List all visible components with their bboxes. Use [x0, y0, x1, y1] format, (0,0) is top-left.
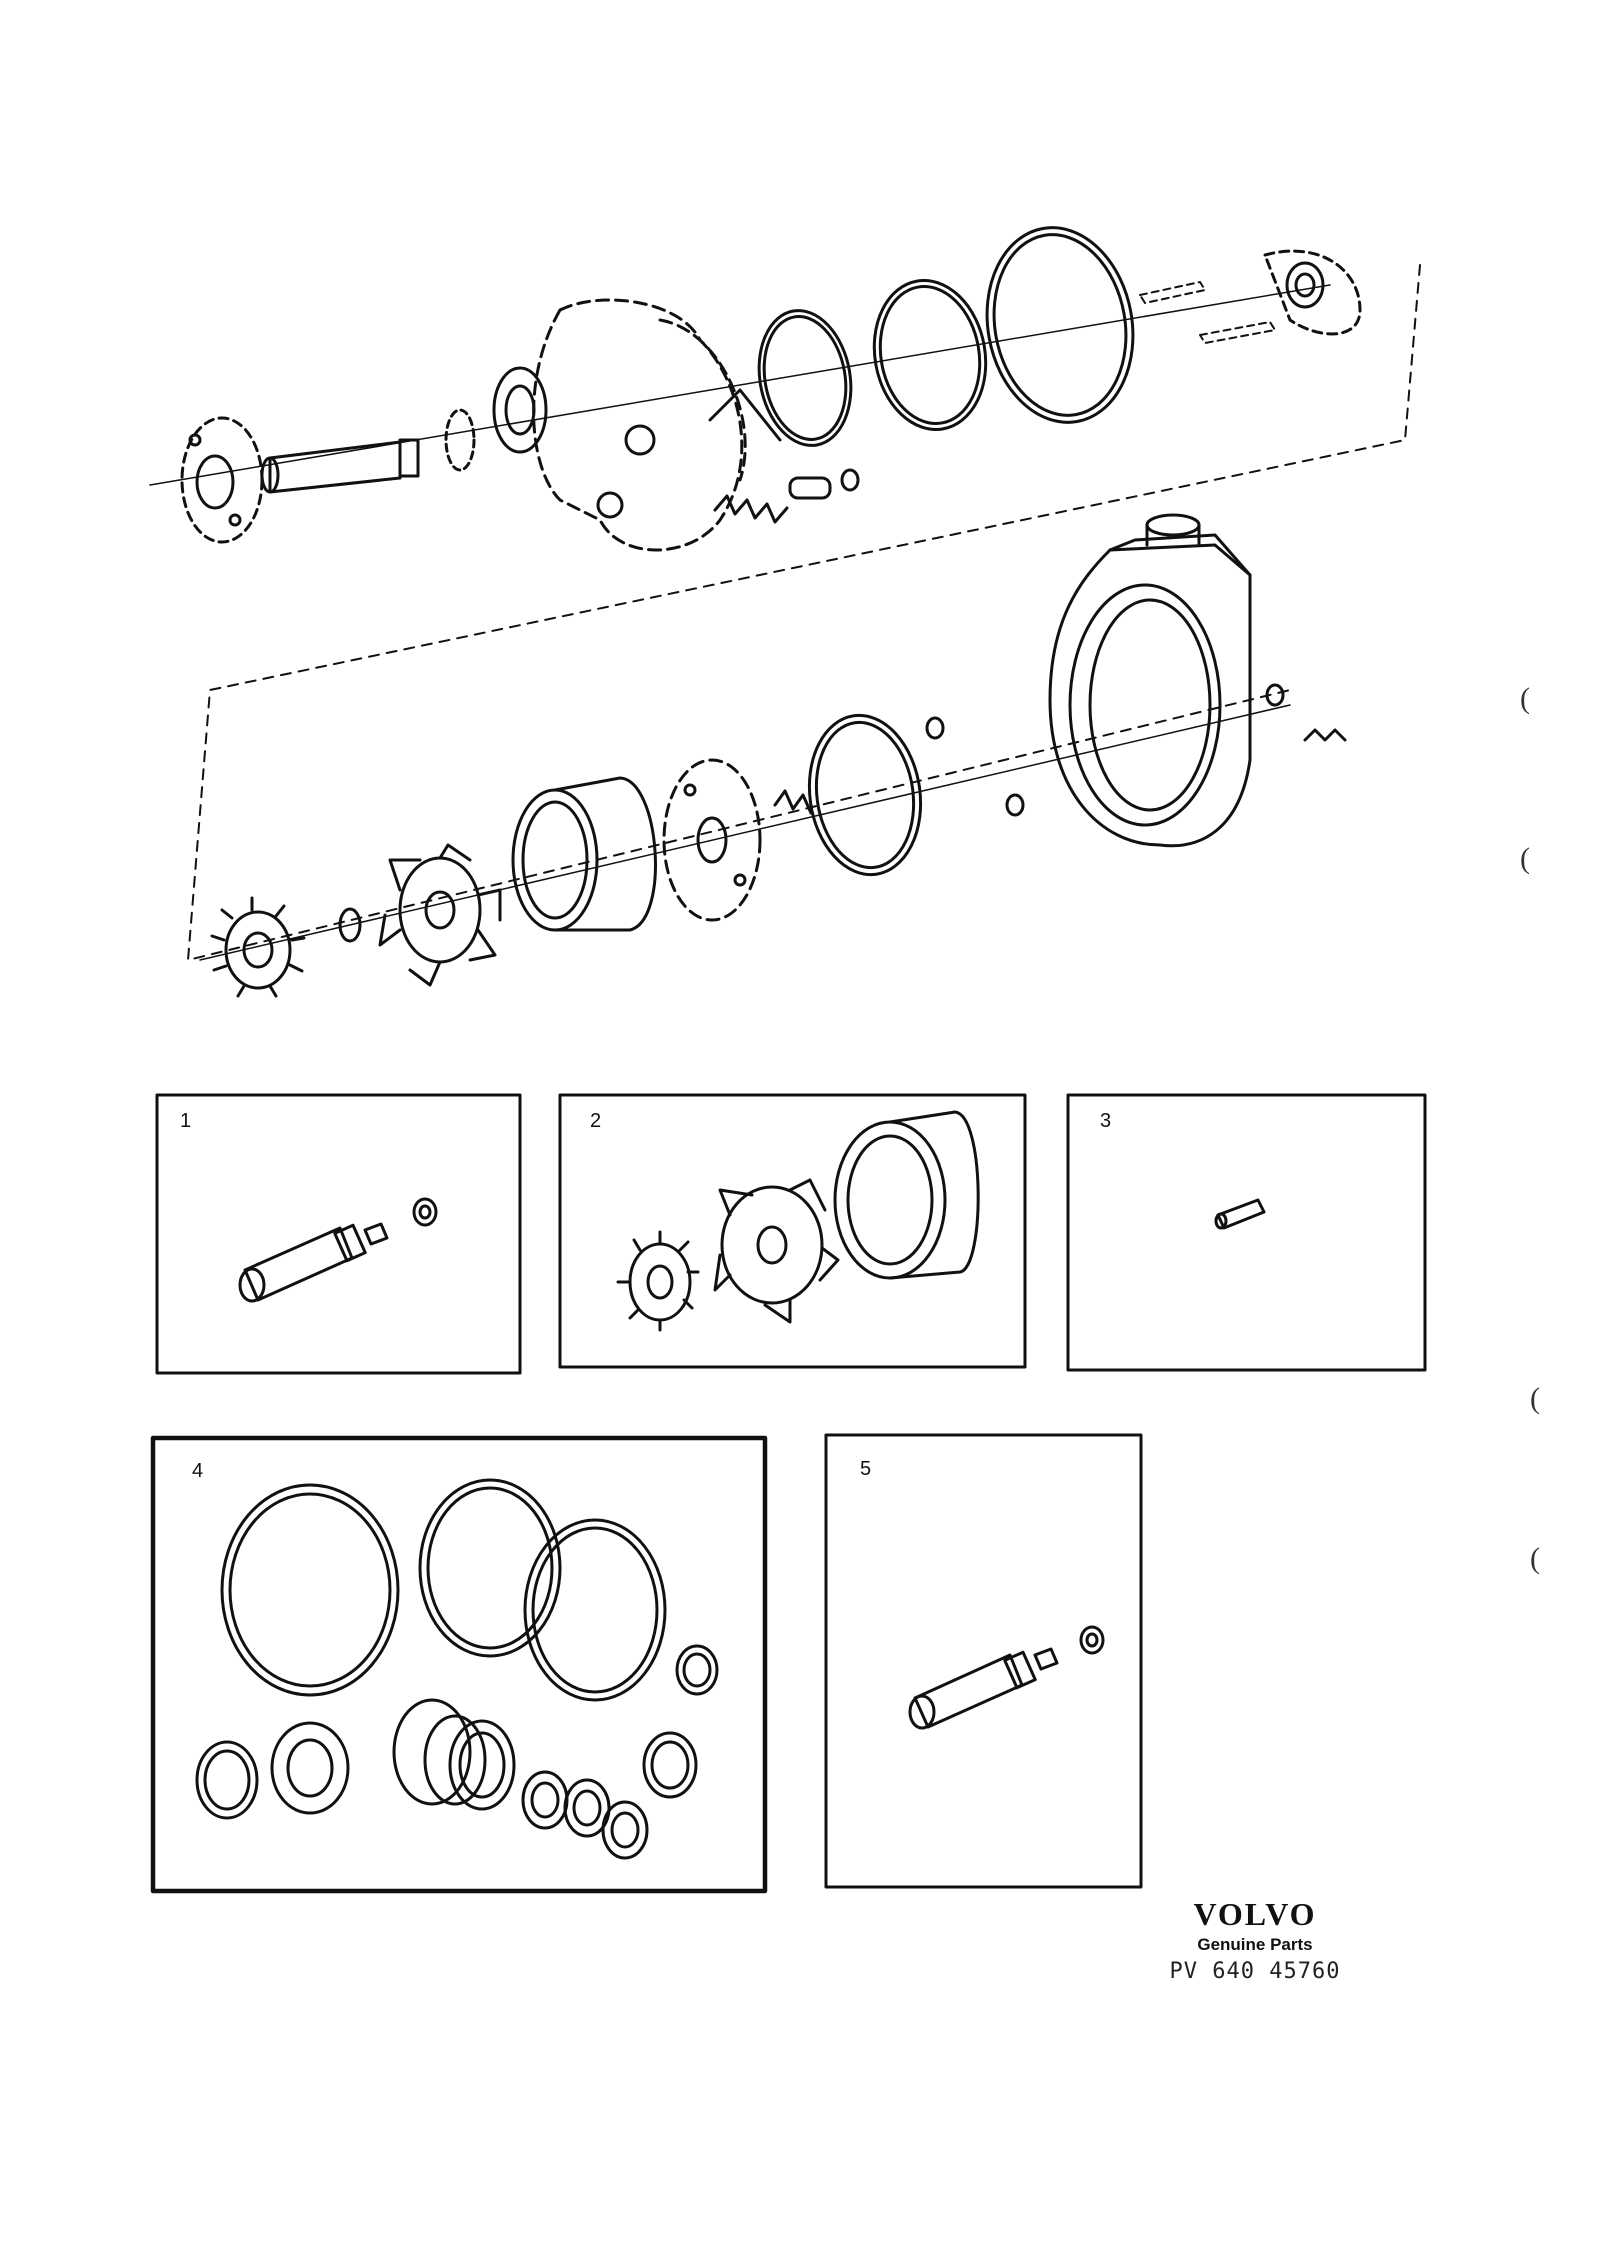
kit-box-1	[155, 1093, 522, 1375]
spring-valve-icon	[713, 468, 860, 524]
rotor-icon	[378, 843, 502, 987]
margin-mark: (	[1520, 842, 1530, 875]
kit-box-3	[1066, 1093, 1427, 1372]
o-ring-lower-icon	[807, 713, 923, 877]
box-label-5: 5	[860, 1458, 872, 1480]
kit-box-4	[150, 1435, 768, 1894]
drive-gear-icon	[210, 896, 306, 998]
pump-exploded-view-icon	[149, 226, 1421, 998]
cam-ring-icon	[511, 776, 657, 932]
brand-tagline: Genuine Parts	[1197, 1935, 1313, 1954]
kit-box-2	[558, 1093, 1027, 1369]
brand-block: VOLVO Genuine Parts PV 640 45760	[1130, 1896, 1380, 1984]
box-label-1: 1	[180, 1110, 192, 1132]
pin-icon	[1139, 281, 1276, 344]
pin-kit-icon	[1214, 1198, 1266, 1230]
margin-mark: (	[1520, 682, 1530, 715]
pump-housing-icon	[492, 298, 782, 552]
seal-kit-icon	[195, 1478, 719, 1860]
rotor-kit-icon	[616, 1110, 980, 1332]
box-label-3: 3	[1100, 1110, 1112, 1132]
flange-plate-icon	[180, 416, 264, 544]
part-code: PV 640 45760	[1169, 1959, 1341, 1984]
reservoir-icon	[1048, 513, 1347, 848]
shaft-icon	[260, 408, 476, 494]
margin-mark: (	[1530, 1382, 1540, 1415]
pressure-plate-icon	[662, 758, 762, 922]
spring-icon	[773, 789, 813, 815]
shaft-kit-alt-icon	[908, 1625, 1105, 1730]
washer-icon	[338, 907, 362, 943]
box-label-2: 2	[590, 1110, 602, 1132]
box-label-4: 4	[192, 1460, 204, 1482]
margin-mark: (	[1530, 1542, 1540, 1575]
kit-box-5	[824, 1433, 1143, 1889]
end-cap-icon	[1263, 249, 1362, 336]
shaft-kit-icon	[238, 1197, 438, 1303]
brand-logo: VOLVO	[1193, 1896, 1317, 1932]
o-ring-set-icon	[757, 226, 1135, 447]
